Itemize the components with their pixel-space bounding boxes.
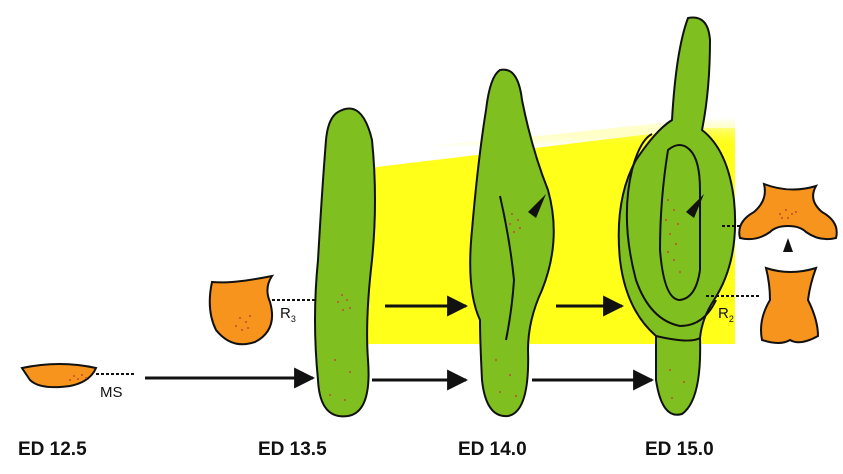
stage-label-ed15-0: ED 15.0 (645, 439, 714, 461)
r3-tissue (210, 276, 272, 344)
upper-right-arrowhead (783, 238, 793, 252)
lower-right-tissue (761, 268, 818, 343)
ed15-tissue (619, 17, 735, 414)
upper-right-tissue (739, 184, 836, 239)
ed12-tissue (22, 364, 96, 387)
ms-label: MS (100, 384, 123, 401)
r3-label: R3 (280, 305, 296, 324)
ed14-tissue (470, 70, 554, 417)
stage-label-ed13-5: ED 13.5 (258, 439, 327, 461)
stage-label-ed12-5: ED 12.5 (18, 439, 87, 461)
ed13-tissue (315, 109, 375, 417)
stage-label-ed14-0: ED 14.0 (458, 439, 527, 461)
